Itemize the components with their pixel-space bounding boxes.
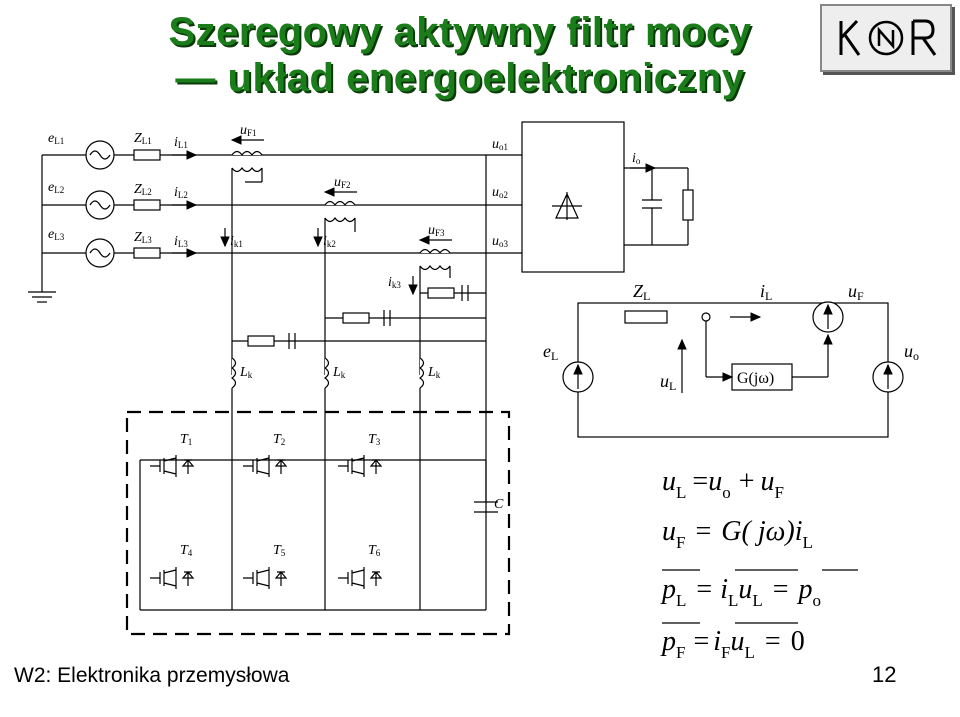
label-uF3: uF3 (428, 223, 445, 238)
impedance-ZL3 (133, 247, 161, 259)
equation-4: pF=iFuL=0 (660, 626, 805, 662)
label-ZL3: ZL3 (134, 230, 152, 245)
transistor-T6 (338, 567, 383, 589)
label-uo3: uo3 (492, 234, 509, 249)
transistor-T3 (338, 455, 383, 477)
label-G: G(jω) (737, 370, 774, 387)
transistor-T2 (243, 455, 288, 477)
igbt-bridge (150, 455, 383, 589)
impedance-ZL1 (133, 149, 161, 161)
label-ZL2: ZL2 (134, 182, 152, 197)
label-uo1: uo1 (492, 137, 508, 152)
label-T1: T1 (180, 432, 192, 447)
label-eL: eL (543, 341, 558, 363)
transformer-F1 (231, 150, 263, 157)
label-T2: T2 (273, 432, 285, 447)
label-iL: iL (760, 281, 772, 303)
impedance-ZL2 (133, 199, 161, 211)
label-eL3: eL3 (48, 227, 65, 242)
transistor-T1 (150, 455, 195, 477)
logo (820, 4, 952, 72)
label-T5: T5 (273, 543, 286, 558)
label-T4: T4 (180, 543, 193, 558)
label-uF2: uF2 (334, 175, 351, 190)
transistor-T4 (150, 567, 195, 589)
label-io: io (632, 151, 641, 166)
label-iL3: iL3 (174, 234, 188, 249)
gain-block-G (731, 363, 793, 391)
transformer-F3 (419, 248, 451, 255)
label-uF1: uF1 (240, 123, 257, 138)
label-ZL: ZL (633, 281, 650, 303)
label-uo: uo (904, 341, 919, 363)
label-ik2: ik2 (323, 234, 336, 249)
inverter-box (125, 410, 511, 636)
slide-subtitle: — układ energoelektroniczny (175, 56, 745, 100)
label-iL2: iL2 (174, 185, 188, 200)
label-ik1: ik1 (230, 234, 243, 249)
label-T6: T6 (368, 543, 381, 558)
label-Lk1: Lk (239, 365, 253, 380)
label-Lk3: Lk (427, 365, 441, 380)
impedance-ZL (624, 310, 668, 324)
equation-2: uF=G( jω)iL (662, 516, 813, 552)
equation-1: uL=uo+uF (662, 466, 784, 502)
label-C: C (494, 497, 504, 512)
transformer-F2 (324, 200, 356, 207)
label-T3: T3 (368, 432, 381, 447)
label-eL2: eL2 (48, 180, 64, 195)
label-uo2: uo2 (492, 185, 508, 200)
label-ZL1: ZL1 (134, 131, 152, 146)
label-uF: uF (848, 281, 864, 303)
logo-mark-icon (839, 19, 937, 56)
footer-course: W2: Elektronika przemysłowa (14, 664, 290, 687)
equation-3: pL=iLuL=po (660, 574, 821, 610)
transistor-T5 (243, 567, 288, 589)
label-Lk2: Lk (332, 365, 346, 380)
label-iL1: iL1 (174, 135, 188, 150)
slide-title: Szeregowy aktywny filtr mocy (168, 10, 752, 54)
page-number: 12 (872, 662, 897, 687)
label-eL1: eL1 (48, 131, 64, 146)
label-uL: uL (660, 371, 676, 393)
load-converter (521, 121, 625, 273)
label-ik3: ik3 (388, 275, 401, 290)
